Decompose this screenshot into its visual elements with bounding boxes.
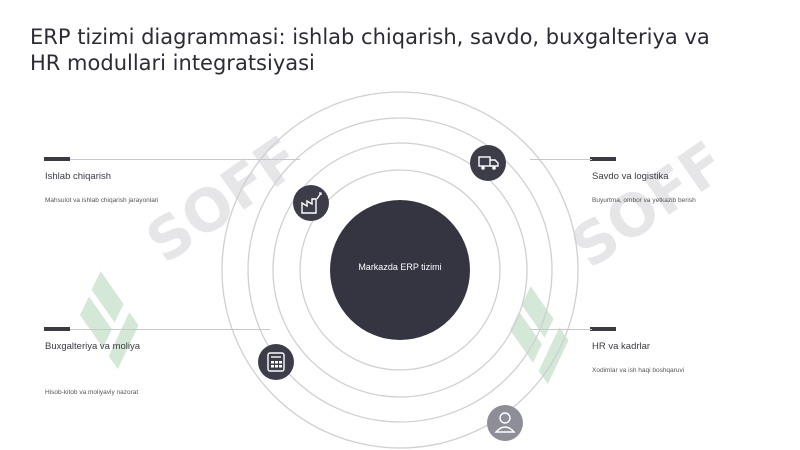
orbit-ring-2 [272, 142, 528, 398]
user-icon [487, 405, 523, 441]
module-marker [44, 157, 70, 161]
connector-line [530, 328, 592, 330]
connector-line [70, 158, 300, 160]
orbit-ring-outer [221, 91, 579, 449]
orbit-ring-inner [299, 169, 501, 371]
orbit-rings [221, 91, 579, 449]
module-marker [44, 327, 70, 331]
orbit-ring-3 [247, 117, 553, 423]
connector-line [530, 158, 592, 160]
module-marker [590, 327, 616, 331]
factory-icon [293, 185, 329, 221]
connector-line [70, 328, 270, 330]
erp-hub-label: Markazda ERP tizimi [358, 262, 442, 272]
module-title: Buxgalteriya va moliya [45, 341, 141, 352]
module-title: Savdo va logistika [592, 171, 669, 182]
module-description: Hisob-kitob va moliyaviy nazorat [45, 389, 139, 396]
truck-icon [470, 145, 506, 181]
module-marker [590, 157, 616, 161]
watermark-text: SOFF [559, 128, 738, 281]
module-title: HR va kadrlar [592, 341, 651, 352]
module-title: Ishlab chiqarish [45, 171, 112, 182]
erp-hub [330, 200, 470, 340]
module-description: Mahsulot va ishlab chiqarish jarayonlari [45, 197, 159, 204]
module-description: Xodimlar va ish haqi boshqaruvi [592, 367, 685, 374]
page-title: ERP tizimi diagrammasi: ishlab chiqarish… [30, 25, 710, 75]
calculator-icon [258, 344, 294, 380]
module-description: Buyurtma, ombor va yetkazib berish [592, 197, 696, 204]
